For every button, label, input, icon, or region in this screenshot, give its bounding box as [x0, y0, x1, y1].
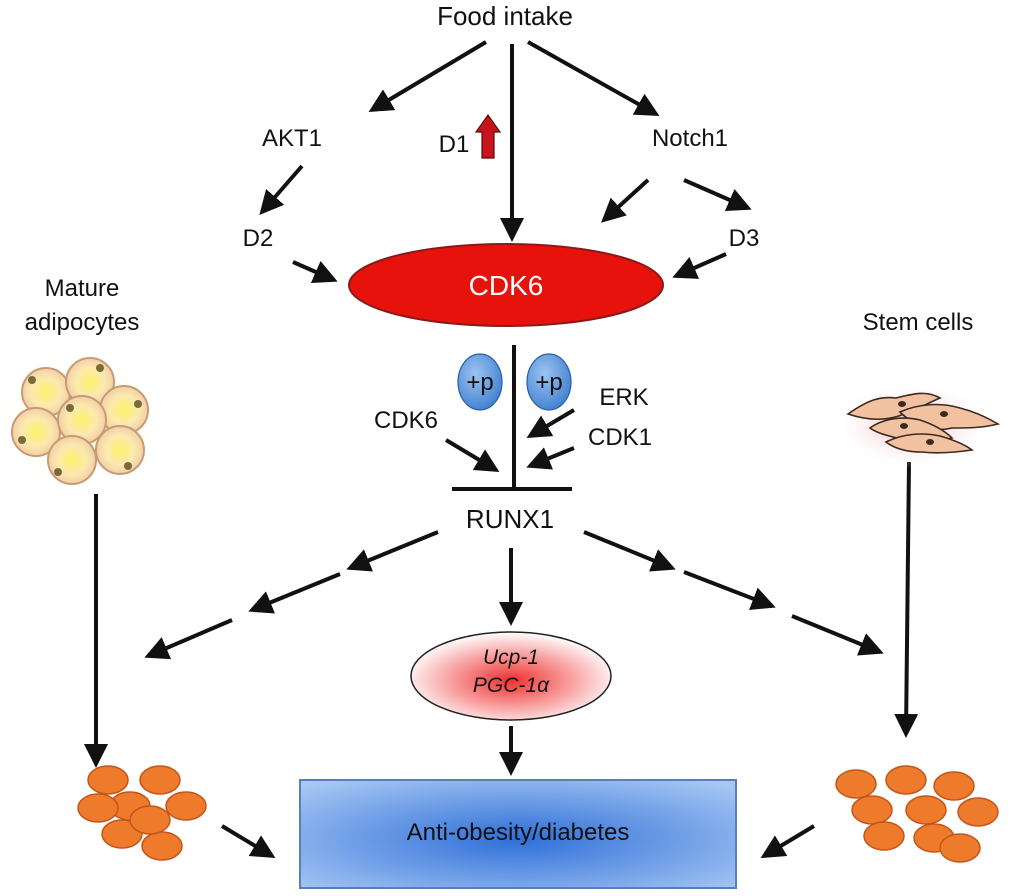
arrow-cdk1-runx1 [526, 446, 575, 470]
cdk6-kinase-label: CDK6 [374, 407, 438, 434]
arrow-d2-cdk6 [292, 260, 338, 283]
arrow-notch1-cdk6 [601, 178, 650, 223]
d1-up-arrow-icon [474, 113, 502, 159]
mature-adipocytes-label-line2: adipocytes [25, 309, 140, 336]
runx1-arrows [84, 461, 919, 859]
phospho-label-left: +p [466, 369, 493, 396]
d2-label: D2 [243, 225, 274, 252]
food-intake-label: Food intake [437, 1, 573, 31]
erk-label: ERK [599, 384, 648, 411]
arrow-stem-brown [894, 461, 919, 738]
stem-cells-icon [832, 381, 1001, 469]
cdk6-node-label: CDK6 [469, 270, 544, 301]
brown-adipocytes-right-icon [835, 765, 999, 863]
mature-adipocytes-icon [0, 348, 162, 492]
arrow-cdk6-runx1 [444, 438, 500, 473]
arrow-runx1-left-2 [248, 572, 341, 614]
cdk1-label: CDK1 [588, 424, 652, 451]
stem-cells-label: Stem cells [863, 309, 974, 336]
arrow-akt1-d2 [259, 164, 304, 216]
arrow-runx1-left-1 [346, 530, 439, 572]
d3-label: D3 [729, 225, 760, 252]
pgc1a-label: PGC-1α [473, 674, 550, 697]
brown-adipocytes-left-icon [77, 765, 207, 861]
phospho-badge-right [526, 353, 572, 411]
arrow-erk-runx1 [526, 408, 576, 439]
arrow-runx1-left-3 [144, 618, 233, 660]
d1-label: D1 [439, 131, 470, 158]
cdk6-node [348, 243, 664, 327]
food-intake-arrows [259, 40, 752, 283]
arrow-runx1-right-3 [791, 614, 884, 656]
ucp1-pgc1a-node [410, 631, 612, 721]
arrow-d3-cdk6 [672, 252, 727, 279]
arrow-brown-left-outcome [220, 824, 276, 859]
arrow-food-notch1 [527, 40, 660, 116]
phospho-badge-left [457, 353, 503, 411]
arrow-notch1-d3 [683, 178, 752, 211]
outcome-box [299, 779, 737, 889]
arrow-food-akt1 [368, 40, 488, 113]
notch1-label: Notch1 [652, 125, 728, 152]
mature-adipocytes-label-line1: Mature [45, 275, 120, 302]
akt1-label: AKT1 [262, 125, 322, 152]
arrow-brown-right-outcome [760, 824, 816, 859]
arrow-runx1-right-1 [583, 530, 676, 572]
runx1-label: RUNX1 [466, 504, 554, 534]
ucp1-label: Ucp-1 [483, 646, 539, 669]
phospho-label-right: +p [535, 369, 562, 396]
outcome-label: Anti-obesity/diabetes [407, 819, 630, 846]
arrow-runx1-right-2 [683, 570, 776, 610]
kinase-arrows [444, 408, 576, 473]
